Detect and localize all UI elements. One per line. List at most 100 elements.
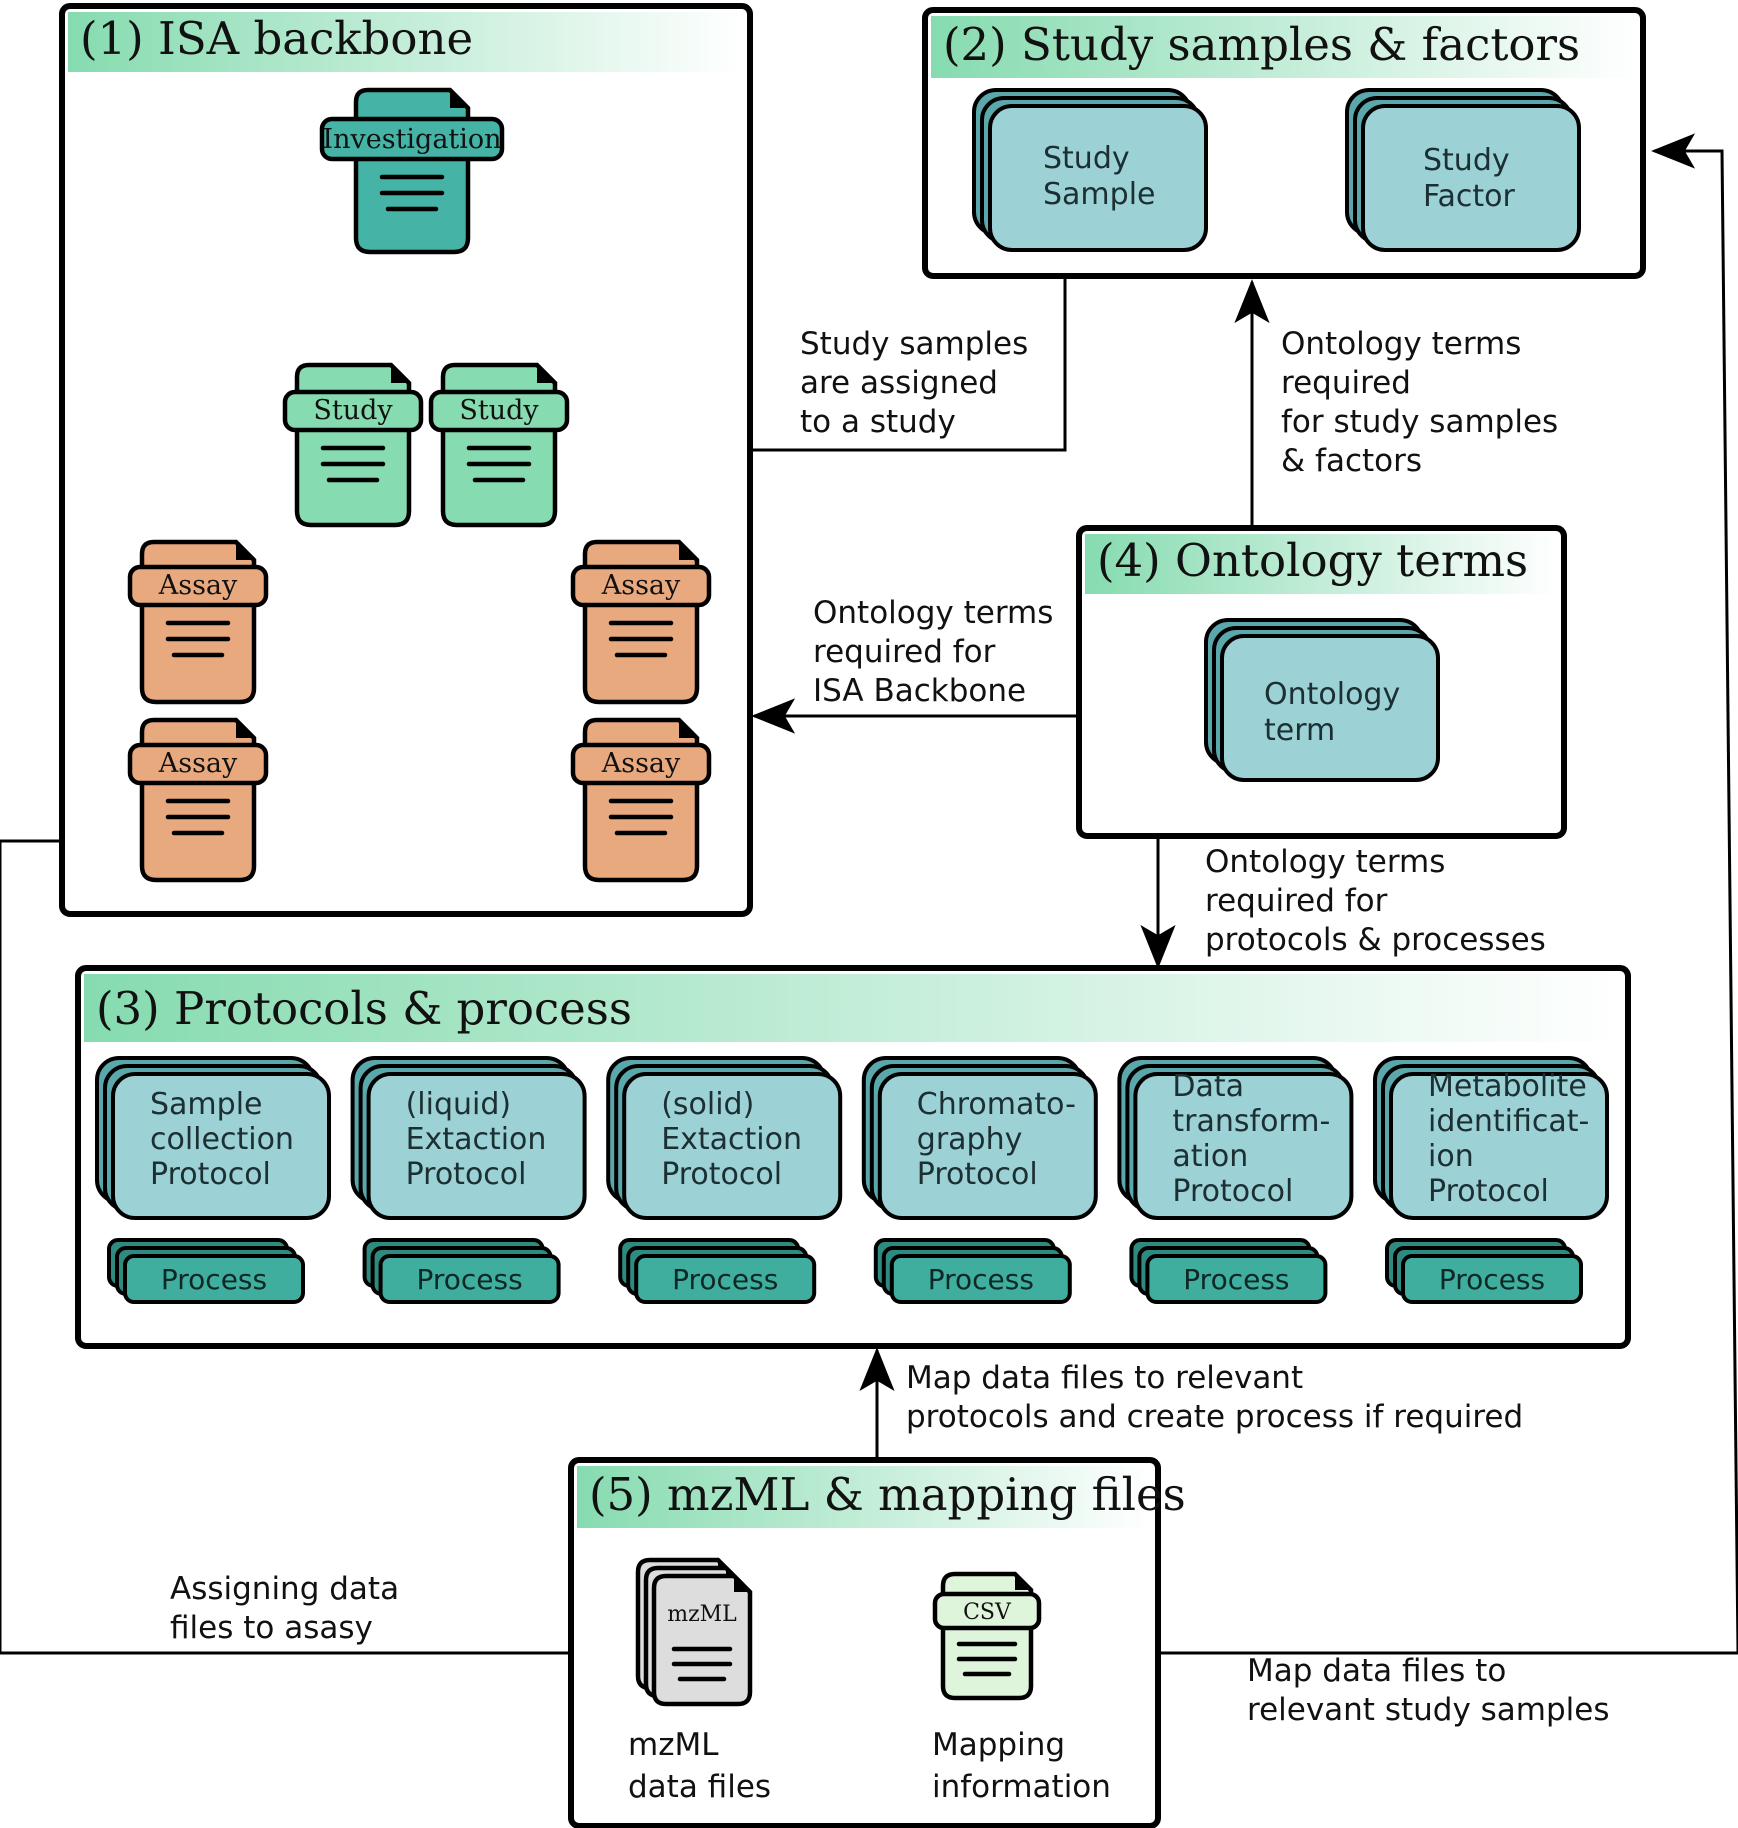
assay-document-icon: Assay [570, 539, 712, 705]
assay-document-icon-tab [570, 742, 712, 786]
mapping-info-label-line: information [932, 1769, 1111, 1805]
arrow-files-to-samples [1160, 133, 1738, 1655]
assay-document-icon-label: Assay [158, 570, 238, 601]
panel-files: (5) mzML & mapping files [568, 1457, 1186, 1828]
process-badge: Process [362, 1238, 561, 1304]
assay-document-icon-fold [679, 542, 697, 560]
assay-document-icon-tab [127, 564, 269, 608]
label-ontology-to-samples-line: for study samples [1281, 404, 1558, 440]
mzml-file-icon-label: mzML [667, 1602, 737, 1627]
process-badge: Process [1385, 1238, 1583, 1304]
process-badge: Process [618, 1238, 817, 1304]
study-factor-card-text-line: Factor [1423, 179, 1515, 214]
panel-files-title: (5) mzML & mapping files [589, 1468, 1186, 1521]
process-badge-front [378, 1254, 561, 1304]
panel-ontology-terms-title-bar [1085, 534, 1558, 594]
protocol-card-front [877, 1072, 1098, 1220]
csv-file-icon-body-fold [1015, 1574, 1031, 1590]
investigation-document-icon-body [353, 87, 471, 255]
mzml-file-icon-body-fold [734, 1576, 750, 1592]
label-ontology-to-samples-line: Ontology terms [1281, 326, 1521, 362]
mzml-files-label-line: data files [628, 1769, 771, 1805]
protocol-card-text-line: Data [1172, 1069, 1244, 1104]
panel-files-frame [568, 1457, 1161, 1828]
panel-study-samples-title-bar [931, 16, 1637, 78]
csv-file-icon-tab [932, 1591, 1042, 1631]
panel-study-samples-title: (2) Study samples & factors [943, 18, 1580, 71]
process-badge: Process [1129, 1238, 1328, 1304]
study-document-icon-tab [282, 389, 424, 433]
investigation-document-icon-fold [450, 90, 468, 108]
study-document-icon-label: Study [459, 395, 539, 426]
label-files-to-samples-line: Map data files to [1247, 1653, 1506, 1689]
assay-document-icon: Assay [570, 717, 712, 883]
arrow-files-to-assay [0, 839, 569, 1655]
assay-document-icon-tab [127, 742, 269, 786]
mapping-info-label-line: Mapping [932, 1727, 1065, 1763]
assay-document-icon-fold [236, 720, 254, 738]
mzml-file-icon-body [651, 1573, 753, 1707]
mzml-file-icon: mzML [635, 1557, 753, 1707]
study-document-icon: Study [282, 362, 424, 528]
protocol-card-text-line: Extaction [661, 1122, 802, 1157]
protocol-card-text-line: Metabolite [1428, 1069, 1587, 1104]
label-ontology-to-protocols-line: protocols & processes [1205, 922, 1546, 958]
panel-protocols-title: (3) Protocols & process [96, 982, 632, 1035]
label-ontology-to-samples-line: & factors [1281, 443, 1422, 479]
assay-document-icon-label: Assay [601, 748, 681, 779]
process-label: Process [928, 1263, 1034, 1296]
panel-protocols-title-bar [84, 974, 1622, 1042]
csv-file-icon-label: CSV [963, 1600, 1012, 1625]
panel-files-title-bar [577, 1466, 1152, 1528]
assay-document-icon: Assay [127, 717, 269, 883]
label-ontology-to-isa-line: ISA Backbone [813, 673, 1026, 709]
assay-document-icon-fold [679, 720, 697, 738]
ontology-term-card-text-line: term [1264, 713, 1335, 748]
study-document-icon-fold [537, 365, 555, 383]
assay-document-icon: Assay [127, 539, 269, 705]
assay-document-icon-label: Assay [158, 748, 238, 779]
protocol-card-text-line: Protocol [1428, 1174, 1549, 1209]
protocol-card-text-line: Protocol [1172, 1174, 1293, 1209]
assay-document-icon-fold [236, 542, 254, 560]
process-badge-front [1145, 1254, 1328, 1304]
study-document-icon-tab [428, 389, 570, 433]
assay-document-icon-tab [570, 564, 712, 608]
panel-ontology-terms-title: (4) Ontology terms [1097, 534, 1528, 587]
protocol-card-front [1389, 1072, 1609, 1220]
protocol-card-text-line: Chromato- [917, 1087, 1076, 1122]
study-document-icon: Study [428, 362, 570, 528]
study-document-icon-body [440, 362, 558, 528]
investigation-document-icon-tab [319, 116, 505, 162]
protocol-card-text-line: Extaction [406, 1122, 547, 1157]
label-samples-to-study-line: are assigned [800, 365, 998, 401]
protocol-card-front [111, 1072, 331, 1220]
panel-isa-backbone-title: (1) ISA backbone [80, 12, 473, 65]
study-document-icon-label: Study [313, 395, 393, 426]
process-badge-front [634, 1254, 817, 1304]
panel-layer: (1) ISA backbone (2) Study samples & fact… [59, 3, 1646, 1828]
protocol-card-front [366, 1072, 587, 1220]
process-label: Process [161, 1263, 267, 1296]
protocol-card-text-line: Protocol [917, 1157, 1038, 1192]
protocol-card-text-line: graphy [917, 1122, 1023, 1157]
study-sample-card-text-line: Sample [1043, 177, 1156, 212]
panel-isa-backbone-title-bar [68, 12, 744, 72]
process-badge-front [123, 1254, 305, 1304]
csv-file-icon: CSV [932, 1571, 1042, 1701]
label-files-to-protocols-line: Map data files to relevant [906, 1360, 1303, 1396]
protocol-card-text-line: collection [150, 1122, 294, 1157]
ontology-term-card-front [1220, 634, 1440, 782]
label-ontology-to-isa-line: Ontology terms [813, 595, 1053, 631]
label-ontology-to-samples-line: required [1281, 365, 1411, 401]
study-sample-card-text-line: Study [1043, 141, 1130, 176]
label-files-to-protocols-line: protocols and create process if required [906, 1399, 1523, 1435]
process-badge: Process [107, 1238, 305, 1304]
